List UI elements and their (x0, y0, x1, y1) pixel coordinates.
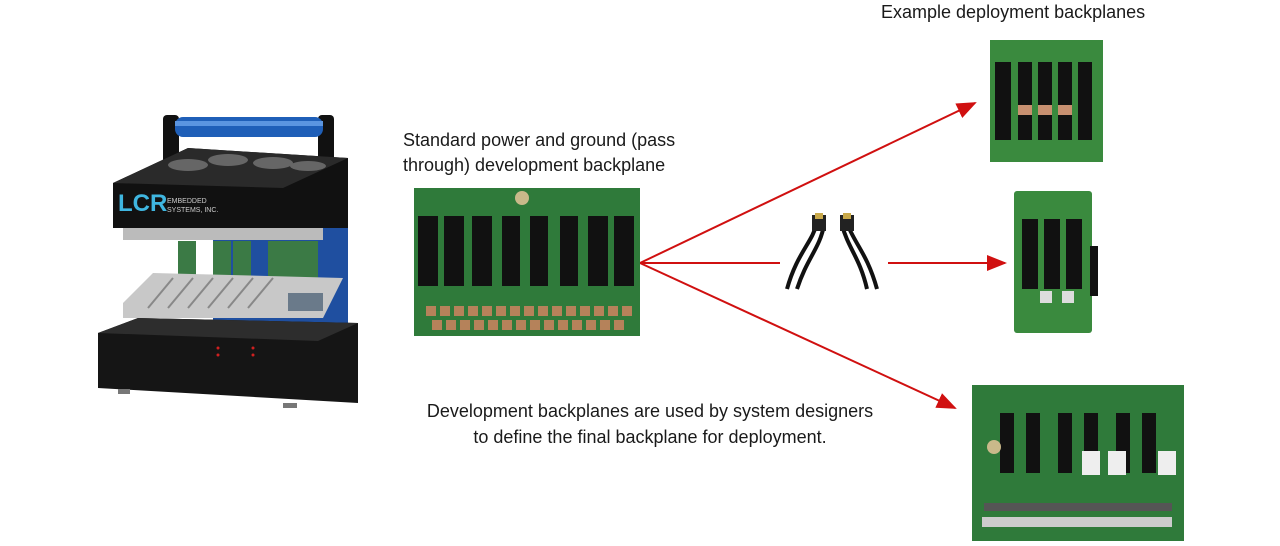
svg-text:EMBEDDED: EMBEDDED (167, 198, 207, 205)
svg-text:SYSTEMS, INC.: SYSTEMS, INC. (167, 207, 218, 214)
cable-image (785, 213, 879, 290)
arrow-to-deploy-3 (639, 262, 957, 409)
deployment-backplane-2-image (1014, 191, 1098, 333)
dev-backplane-label-line2: through) development backplane (403, 155, 666, 175)
arrow-to-deploy-1 (639, 102, 977, 264)
lcr-logo: LCR (118, 190, 167, 217)
deployment-backplanes-title: Example deployment backplanes (881, 2, 1146, 22)
deployment-backplane-1-image (990, 40, 1103, 162)
deployment-backplane-3-image (972, 385, 1184, 541)
lcr-development-chassis-image: LCR EMBEDDED SYSTEMS, INC. (98, 115, 358, 408)
dev-backplane-label-line1: Standard power and ground (pass (403, 130, 676, 150)
development-backplane-image (414, 188, 640, 336)
caption-line1: Development backplanes are used by syste… (426, 401, 874, 421)
caption-line2: to define the final backplane for deploy… (473, 427, 827, 447)
